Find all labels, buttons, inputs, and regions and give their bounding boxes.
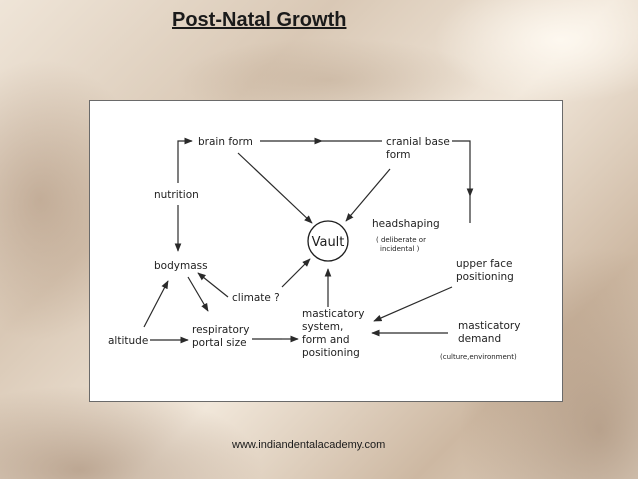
- node-upper-face-line2: positioning: [456, 271, 514, 283]
- node-altitude: altitude: [108, 335, 148, 347]
- vault-label: Vault: [312, 235, 345, 250]
- diagram-figure: Vault brain form cranial base form nutri…: [89, 100, 563, 402]
- vault-node: [307, 220, 349, 262]
- slide-title: Post-Natal Growth: [172, 9, 347, 31]
- node-masticatory-demand-line2: demand: [458, 333, 501, 345]
- node-respiratory-portal-size: respiratory portal size: [192, 324, 253, 349]
- node-respiratory-line2: portal size: [192, 337, 247, 349]
- node-masticatory-system-line3: form and: [302, 334, 350, 346]
- edge-cranial-to-upperface: [452, 140, 474, 197]
- node-masticatory-system-line2: system,: [302, 321, 343, 333]
- node-upper-face-line1: upper face: [456, 258, 512, 270]
- node-masticatory-system-line1: masticatory: [302, 308, 364, 320]
- node-cranial-base-form-line2: form: [386, 149, 410, 161]
- node-upper-face-positioning: upper face positioning: [456, 258, 516, 283]
- node-headshaping-note: ( deliberate or incidental ): [376, 236, 428, 253]
- node-cranial-base-form-line1: cranial base: [386, 136, 450, 148]
- edge-altitude-to-bodymass: [143, 280, 169, 328]
- edge-cranial-to-vault: [345, 168, 391, 222]
- node-masticatory-system-line4: positioning: [302, 347, 360, 359]
- node-respiratory-line1: respiratory: [192, 324, 249, 336]
- diagram-canvas: Vault brain form cranial base form nutri…: [108, 136, 524, 361]
- edge-climate-to-bodymass: [197, 272, 229, 298]
- node-cranial-base-form: cranial base form: [386, 136, 453, 161]
- edge-nutrition-to-brain: [177, 137, 193, 183]
- footer-url: www.indiandentalacademy.com: [232, 439, 386, 451]
- node-masticatory-system: masticatory system, form and positioning: [302, 308, 368, 359]
- node-bodymass: bodymass: [154, 260, 208, 272]
- node-brain-form: brain form: [198, 136, 253, 148]
- edge-brain-to-vault: [237, 152, 313, 224]
- node-masticatory-demand: masticatory demand: [458, 320, 524, 345]
- node-headshaping-note-line2: incidental ): [380, 245, 420, 253]
- node-climate: climate ?: [232, 292, 280, 304]
- edge-upperface-to-masticatory: [373, 286, 453, 322]
- edge-bodymass-to-respiratory: [187, 276, 209, 312]
- node-headshaping: headshaping: [372, 218, 440, 230]
- node-headshaping-note-line1: ( deliberate or: [376, 236, 426, 244]
- node-masticatory-demand-note: (culture,environment): [440, 353, 517, 361]
- node-nutrition: nutrition: [154, 189, 199, 201]
- node-masticatory-demand-line1: masticatory: [458, 320, 520, 332]
- edge-climate-to-vault: [281, 258, 311, 288]
